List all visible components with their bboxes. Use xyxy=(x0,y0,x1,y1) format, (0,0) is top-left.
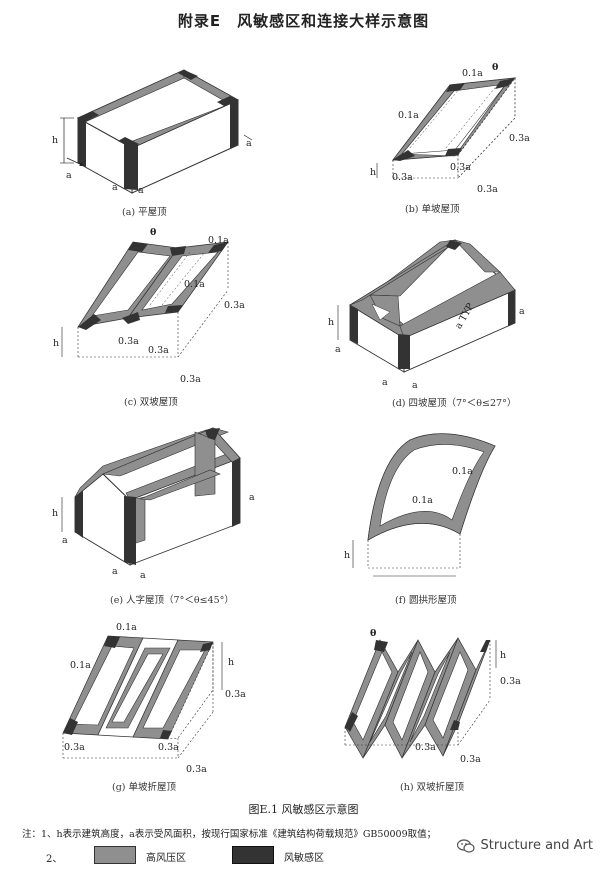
dim-c-01a-mid: 0.1a xyxy=(184,279,205,290)
dim-g-01a-top: 0.1a xyxy=(116,622,137,633)
figure-g-mono-folded-roof: 0.1a 0.1a h 0.3a 0.3a 0.3a 0.3a (g) 单坡折屋… xyxy=(62,622,246,793)
dim-f-h: h xyxy=(344,550,350,561)
dim-a-a3: a xyxy=(138,185,144,196)
caption-b: (b) 单坡屋顶 xyxy=(405,203,460,215)
dim-e-a2: a xyxy=(112,566,118,577)
dim-d-a4: a xyxy=(519,306,525,317)
figure-b-mono-pitch-roof: 0.1a θ 0.1a 0.3a 0.3a 0.3a 0.3a h (b) 单坡… xyxy=(370,62,530,215)
dim-h-03a-bottom: 0.3a xyxy=(460,754,481,765)
figure-c-double-pitch-roof: θ 0.1a 0.1a 0.3a 0.3a 0.3a 0.3a h (c) 双坡… xyxy=(53,227,245,408)
dim-f-01a-right: 0.1a xyxy=(452,466,473,477)
caption-d: (d) 四坡屋顶（7°＜θ≤27°） xyxy=(392,397,516,409)
legend-label-high-pressure: 高风压区 xyxy=(146,853,186,864)
figure-e-gable-roof: h a a a a (e) 人字屋顶（7°＜θ≤45°） xyxy=(52,427,255,606)
dim-a-a4: a xyxy=(246,138,252,149)
dim-b-03a-bottom: 0.3a xyxy=(477,184,498,195)
dim-d-a3: a xyxy=(412,380,418,391)
dim-g-h: h xyxy=(228,657,234,668)
dim-d-a1: a xyxy=(335,344,341,355)
dim-h-03a-mid: 0.3a xyxy=(415,742,436,753)
dim-a-a1: a xyxy=(66,170,72,181)
dim-g-03a-left: 0.3a xyxy=(64,742,85,753)
dim-h-03a-right: 0.3a xyxy=(500,676,521,687)
dim-b-03a-mid: 0.3a xyxy=(450,162,471,173)
dim-b-03a-right: 0.3a xyxy=(509,133,530,144)
dim-c-03a-left: 0.3a xyxy=(118,336,139,347)
dim-b-01a-left: 0.1a xyxy=(398,110,419,121)
wechat-icon xyxy=(457,838,476,853)
legend-swatch-high-pressure xyxy=(94,846,136,864)
watermark-text: Structure and Art xyxy=(480,838,593,853)
caption-e: (e) 人字屋顶（7°＜θ≤45°） xyxy=(110,594,234,606)
dim-g-01a-left: 0.1a xyxy=(70,660,91,671)
page-title: 附录E 风敏感区和连接大样示意图 xyxy=(177,12,430,30)
dim-c-03a-bottom: 0.3a xyxy=(180,374,201,385)
dim-e-a1: a xyxy=(62,535,68,546)
dim-b-01a-top: 0.1a xyxy=(462,68,483,79)
dim-c-theta: θ xyxy=(150,227,156,238)
dim-b-03a-left: 0.3a xyxy=(392,172,413,183)
figure-caption: 图E.1 风敏感区示意图 xyxy=(248,803,359,816)
dim-g-03a-mid: 0.3a xyxy=(158,742,179,753)
dim-e-a3: a xyxy=(140,570,146,581)
dim-a-a2: a xyxy=(112,182,118,193)
figure-d-hip-roof: a TYP h a a a a (d) 四坡屋顶（7°＜θ≤27°） xyxy=(328,239,525,409)
dim-d-h: h xyxy=(328,317,334,328)
dim-e-a4: a xyxy=(249,492,255,503)
dim-c-03a-right: 0.3a xyxy=(224,300,245,311)
note-1: 注：1、h表示建筑高度，a表示受风面积，按现行国家标准《建筑结构荷载规范》GB5… xyxy=(22,829,437,840)
watermark: Structure and Art xyxy=(457,838,593,853)
dim-c-01a-top: 0.1a xyxy=(208,235,229,246)
figure-h-double-folded-roof: θ h 0.3a 0.3a 0.3a (h) 双坡折屋顶 xyxy=(344,628,521,793)
dim-h-a: h xyxy=(52,135,58,146)
figure-f-arch-roof: h 0.1a 0.1a (f) 圆拱形屋顶 xyxy=(344,433,496,606)
caption-h: (h) 双坡折屋顶 xyxy=(400,781,465,793)
legend: 2、 高风压区 风敏感区 xyxy=(22,846,607,868)
dim-g-03a-right: 0.3a xyxy=(225,689,246,700)
legend-label-sensitive: 风敏感区 xyxy=(284,853,324,864)
dim-h-theta: θ xyxy=(370,628,376,639)
dim-f-01a-mid: 0.1a xyxy=(412,495,433,506)
caption-f: (f) 圆拱形屋顶 xyxy=(395,594,457,606)
dim-g-03a-bottom: 0.3a xyxy=(186,764,207,775)
caption-c: (c) 双坡屋顶 xyxy=(124,396,178,408)
dim-d-a2: a xyxy=(382,377,388,388)
dim-c-h: h xyxy=(53,338,59,349)
dim-h-h: h xyxy=(500,650,506,661)
legend-swatch-sensitive xyxy=(232,846,274,864)
caption-a: (a) 平屋顶 xyxy=(122,207,167,218)
dim-e-h: h xyxy=(52,508,58,519)
legend-number: 2、 xyxy=(46,854,63,865)
dim-b-theta: θ xyxy=(492,62,498,73)
dim-b-h: h xyxy=(370,167,376,178)
dim-c-03a-mid: 0.3a xyxy=(148,345,169,356)
caption-g: (g) 单坡折屋顶 xyxy=(112,781,177,793)
figure-a-flat-roof: h a a a a (a) 平屋顶 xyxy=(52,69,253,218)
